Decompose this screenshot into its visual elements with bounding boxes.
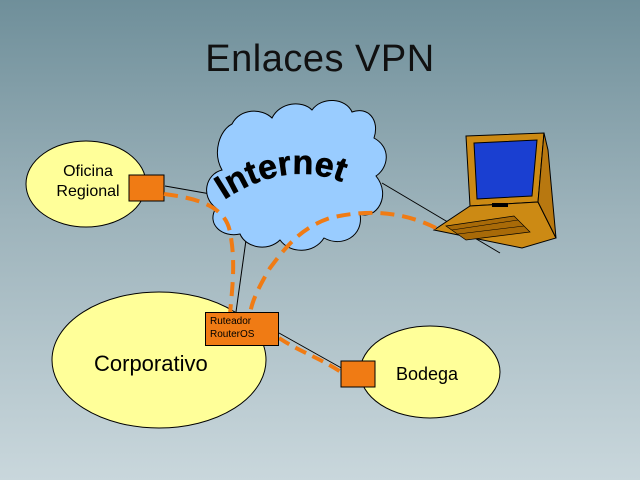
oficina-label-line2: Regional	[56, 183, 120, 200]
vpn-tunnel-laptop-corporativo	[248, 210, 437, 315]
router-label-line1: Ruteador	[210, 316, 252, 327]
oficina-router-box	[128, 174, 165, 202]
link-internet-laptop	[381, 182, 501, 254]
link-router-bodega	[278, 332, 346, 371]
corporativo-router-box: Ruteador RouterOS	[205, 312, 279, 346]
bodega-label: Bodega	[396, 364, 459, 384]
bodega-router-box	[340, 360, 376, 388]
router-label-line2: RouterOS	[210, 329, 255, 340]
oficina-label-line1: Oficina	[63, 163, 113, 180]
vpn-tunnel-oficina-corporativo	[163, 192, 236, 315]
laptop-icon	[432, 132, 557, 249]
slide-title: Enlaces VPN	[205, 38, 435, 80]
vpn-tunnel-corporativo-bodega	[277, 336, 343, 374]
corporativo-label: Corporativo	[94, 351, 208, 376]
link-internet-router	[235, 239, 247, 313]
oficina-regional-label: Oficina Regional	[40, 162, 136, 202]
